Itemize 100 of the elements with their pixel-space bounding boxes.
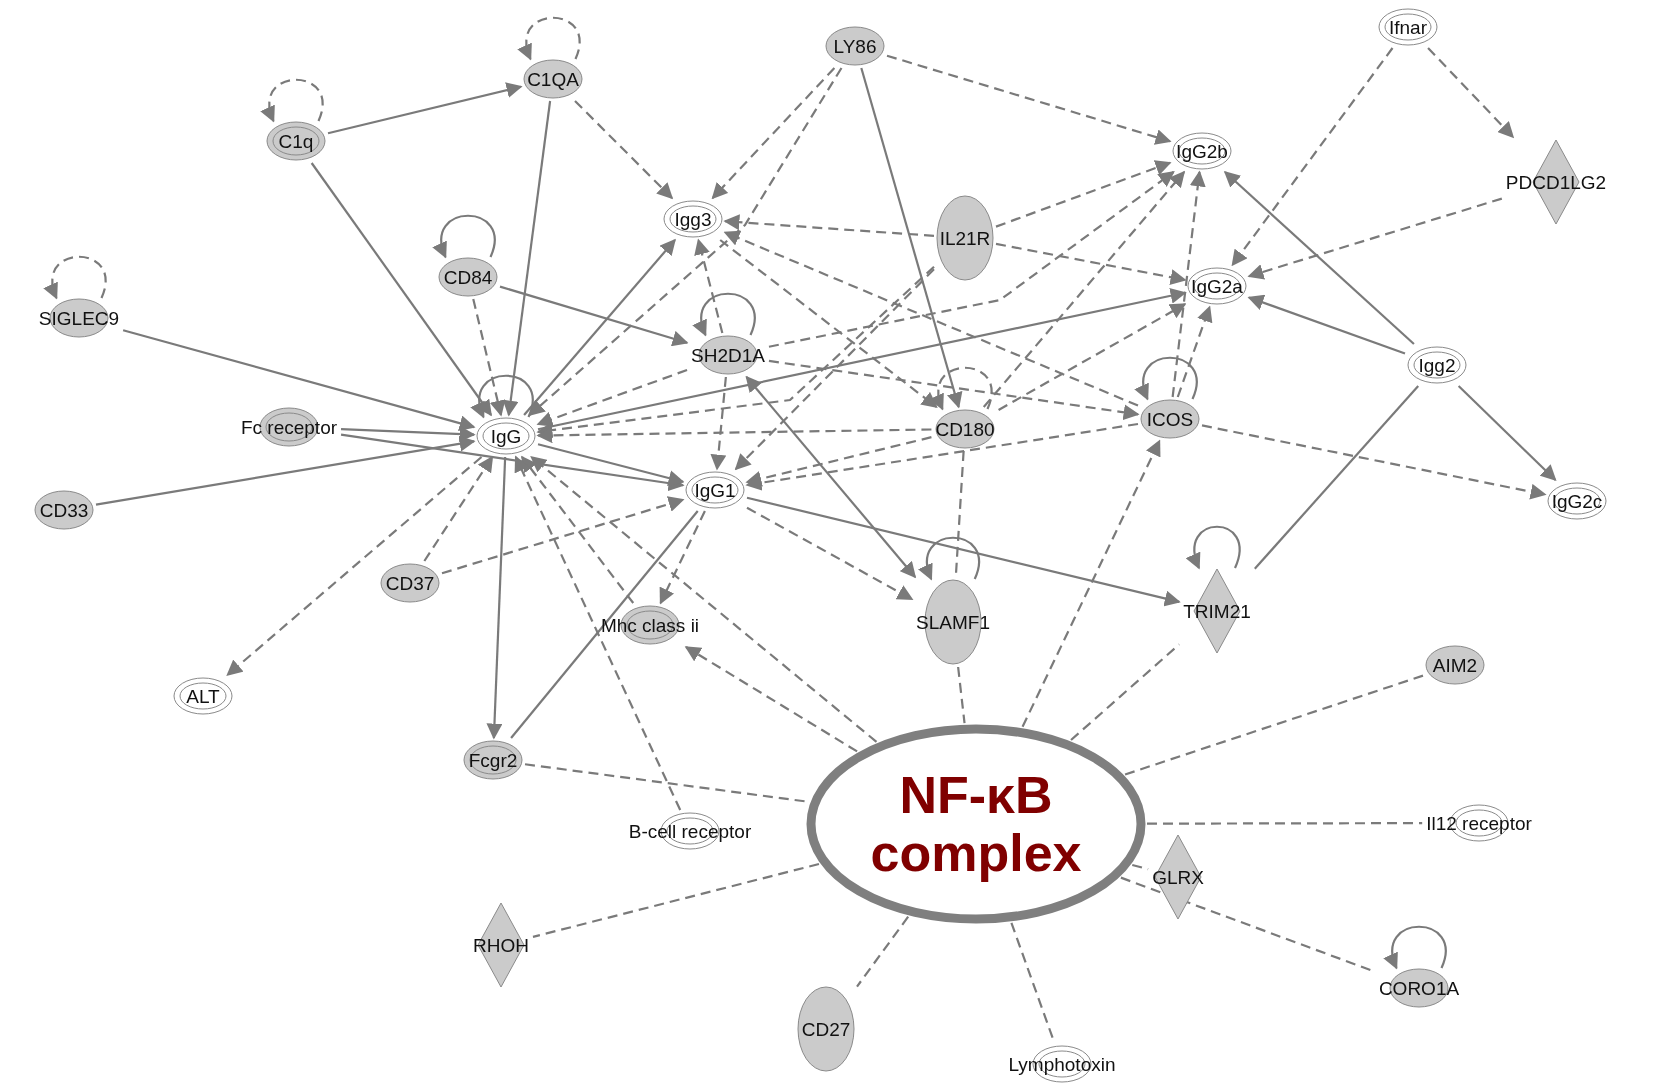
arrow bbox=[1231, 47, 1394, 267]
arrow bbox=[1247, 197, 1503, 280]
double-circle-node bbox=[1172, 132, 1232, 170]
arrow bbox=[1457, 385, 1557, 482]
circle-node bbox=[34, 490, 94, 530]
arrow bbox=[998, 303, 1187, 411]
self-loop-arrow bbox=[471, 374, 534, 419]
double-circle-node bbox=[685, 471, 745, 509]
diamond-node bbox=[1150, 834, 1206, 920]
arrow bbox=[537, 287, 1187, 431]
arrow bbox=[745, 375, 917, 579]
node-label: ICOS bbox=[1146, 409, 1194, 429]
arrow bbox=[122, 329, 476, 432]
arrow bbox=[327, 82, 523, 135]
diamond-node bbox=[1181, 568, 1253, 654]
self-loop-arrow bbox=[1384, 925, 1447, 970]
ellipse-node bbox=[936, 195, 994, 281]
circle-node bbox=[933, 409, 997, 449]
node-label: PDCD1LG2 bbox=[1505, 172, 1607, 192]
connector-line bbox=[1253, 385, 1420, 570]
circle-node bbox=[825, 26, 885, 66]
arrow bbox=[226, 456, 483, 677]
arrow bbox=[521, 455, 635, 604]
node-label: IgG2b bbox=[1176, 141, 1228, 161]
node-label: CD33 bbox=[39, 500, 89, 520]
diamond-node bbox=[471, 902, 531, 988]
arrow bbox=[995, 242, 1187, 286]
arrow bbox=[768, 171, 1175, 348]
node-label: Lymphotoxin bbox=[1008, 1054, 1116, 1074]
connector-line bbox=[532, 862, 820, 938]
circle-node bbox=[523, 59, 583, 99]
double-circle-node bbox=[1547, 482, 1607, 520]
arrow bbox=[723, 230, 1139, 407]
node-label: LY86 bbox=[833, 36, 877, 56]
arrow bbox=[982, 170, 1186, 408]
arrow bbox=[1427, 47, 1515, 139]
arrow bbox=[1223, 170, 1415, 345]
node-label: IgG2c bbox=[1551, 491, 1603, 511]
self-loop-arrow bbox=[44, 255, 107, 300]
node-label: RHOH bbox=[473, 935, 529, 955]
circle-node bbox=[689, 335, 767, 375]
arrow bbox=[1176, 305, 1213, 398]
node-label: IL21R bbox=[939, 228, 991, 248]
circle-node bbox=[438, 257, 498, 297]
arrow bbox=[745, 422, 1139, 491]
node-label: CORO1A bbox=[1378, 978, 1460, 998]
arrow bbox=[723, 214, 935, 237]
node-label: TRIM21 bbox=[1183, 601, 1251, 621]
self-loop-arrow bbox=[693, 292, 756, 337]
arrow bbox=[502, 100, 552, 417]
complex-ellipse-node bbox=[806, 724, 1146, 924]
arrow bbox=[528, 67, 843, 417]
self-loop-arrow bbox=[518, 16, 581, 61]
ellipse-node bbox=[914, 579, 992, 665]
node-label: Fcgr2 bbox=[468, 750, 518, 770]
double-circle-node bbox=[663, 200, 723, 238]
node-label: IgG2a bbox=[1191, 276, 1243, 296]
arrow bbox=[710, 376, 727, 471]
connector-line bbox=[957, 666, 966, 724]
node-label: IgG1 bbox=[694, 480, 736, 500]
arrow bbox=[486, 456, 507, 740]
arrow bbox=[746, 506, 914, 601]
arrow bbox=[1171, 170, 1206, 398]
arrow bbox=[1247, 294, 1406, 355]
arrow bbox=[745, 436, 932, 487]
ellipse-node bbox=[797, 986, 855, 1072]
node-label: ALT bbox=[186, 686, 220, 706]
arrow bbox=[1201, 424, 1547, 500]
arrow bbox=[684, 646, 858, 753]
node-label: SLAMF1 bbox=[916, 612, 990, 632]
self-loop-arrow bbox=[930, 366, 993, 411]
node-label: C1q bbox=[278, 131, 314, 151]
node-label: CD84 bbox=[443, 267, 493, 287]
node-label: CD37 bbox=[385, 573, 435, 593]
arrow bbox=[536, 265, 935, 439]
circle-node bbox=[1140, 399, 1200, 439]
arrow bbox=[441, 496, 685, 575]
node-label: SH2D1A bbox=[691, 345, 765, 365]
node-label: Igg3 bbox=[674, 209, 712, 229]
arrow bbox=[711, 67, 836, 200]
arrow bbox=[746, 496, 1181, 607]
arrow bbox=[537, 443, 685, 486]
double-circle-node bbox=[1378, 8, 1438, 46]
node-label: C1QA bbox=[527, 69, 579, 89]
node-label: NF-κB complex bbox=[869, 765, 1083, 883]
arrow bbox=[1021, 439, 1161, 728]
node-label: AIM2 bbox=[1432, 655, 1478, 675]
circle-node bbox=[380, 563, 440, 603]
self-loop-arrow bbox=[1135, 356, 1198, 401]
node-label: GLRX bbox=[1152, 867, 1204, 887]
double-circle-node bbox=[1407, 346, 1467, 384]
arrow bbox=[768, 359, 1140, 421]
arrow bbox=[886, 54, 1172, 145]
self-loop-arrow bbox=[433, 214, 496, 259]
arrow bbox=[719, 239, 938, 408]
double-circle-node bbox=[266, 121, 326, 161]
self-loop-arrow bbox=[261, 78, 324, 123]
node-label: B-cell receptor bbox=[628, 821, 752, 841]
arrow bbox=[95, 435, 476, 506]
arrow bbox=[860, 67, 963, 409]
